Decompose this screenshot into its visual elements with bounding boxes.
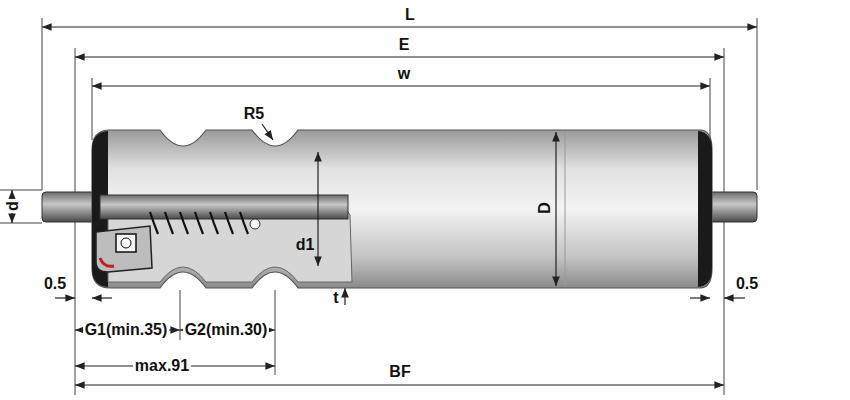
dim-w: w xyxy=(396,65,412,83)
dim-BF: BF xyxy=(387,363,412,381)
dim-G1: G1(min.35) xyxy=(83,321,170,339)
dim-d: d xyxy=(4,199,22,213)
clearance-right: 0.5 xyxy=(734,275,760,293)
clearance-left: 0.5 xyxy=(42,275,68,293)
dim-E: E xyxy=(397,36,412,54)
radius-label: R5 xyxy=(242,105,266,123)
dim-D: D xyxy=(536,200,554,216)
dim-G2: G2(min.30) xyxy=(183,321,270,339)
dim-t: t xyxy=(331,289,340,307)
dim-max: max.91 xyxy=(133,357,191,375)
dim-d1: d1 xyxy=(294,236,317,254)
dim-L: L xyxy=(403,6,417,24)
